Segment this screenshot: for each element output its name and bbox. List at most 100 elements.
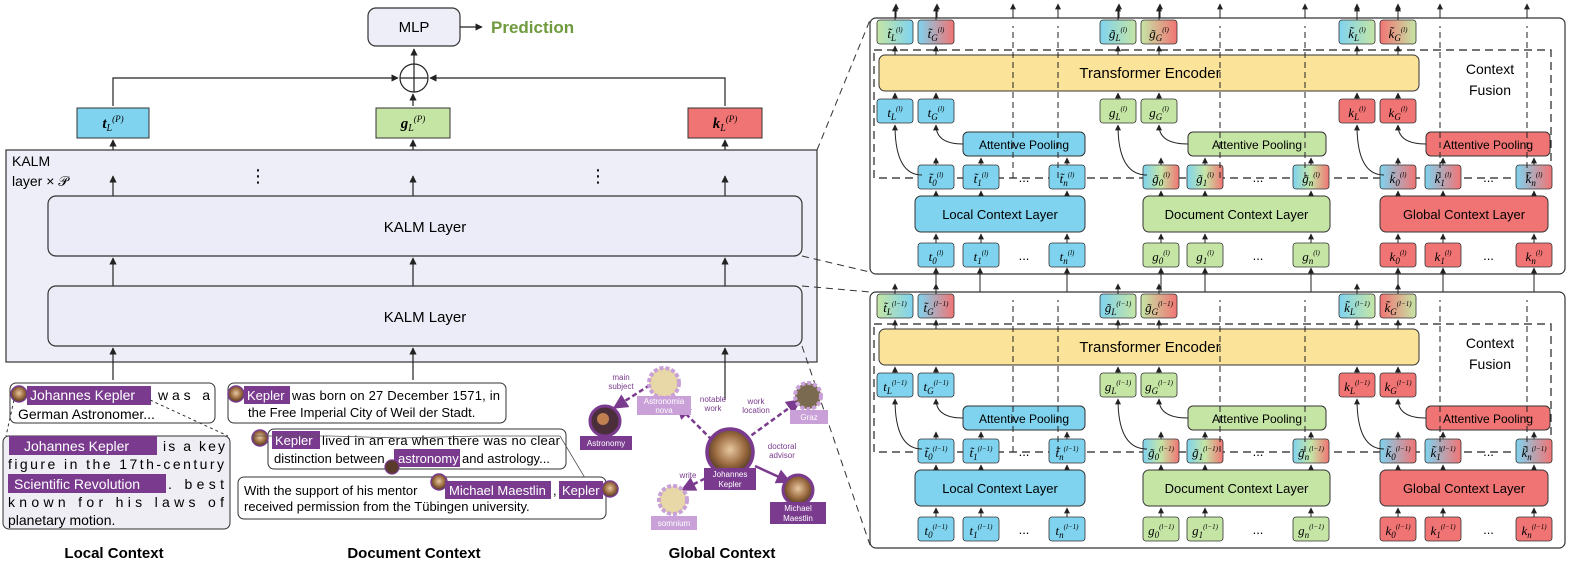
global-attentive-pooling-label: Attentive Pooling — [1443, 138, 1533, 152]
somnium-node-icon — [657, 484, 689, 516]
kalm-layer-upper — [47, 195, 803, 257]
local-tilde-0-label: t̃0(l) — [929, 171, 944, 188]
document-tilde-0-label: g̃0(l) — [1152, 171, 1170, 188]
entity-highlight — [559, 481, 603, 499]
document-fused-top-0-label: g̃L(l−1) — [1105, 300, 1132, 317]
local-mid-G-label: tG(l−1) — [924, 379, 950, 396]
global-tilde-n-label: k̃n(l−1) — [1521, 445, 1547, 462]
global-context-caption: Global Context — [669, 545, 776, 562]
global-mid-L-label: kL(l−1) — [1344, 379, 1370, 396]
edge-main-subject-1: main — [612, 373, 629, 382]
document-in-dots: ... — [1253, 248, 1264, 263]
doc-s2-rest1: lived in an era when there was no clear — [322, 433, 561, 448]
document-tilde-dots: ... — [1253, 170, 1264, 185]
local-tilde-1-label: t̃1(l) — [974, 171, 989, 188]
local-tilde-n-label: t̃n(l−1) — [1056, 445, 1080, 462]
local-in-0-label: t0(l−1) — [925, 523, 949, 540]
maestlin-node-icon — [781, 473, 815, 507]
local-fused-top-0-label: t̃L(l−1) — [883, 300, 907, 317]
global-tilde-0-label: k̃0(l−1) — [1385, 445, 1411, 462]
somnium-label-box — [651, 516, 697, 530]
document-mid-L-label: gL(l) — [1109, 105, 1128, 122]
local-tilde-n-label: t̃n(l) — [1060, 171, 1075, 188]
global-context: main subject notable work work location … — [580, 366, 828, 562]
local-short-rest1: was a — [157, 387, 210, 403]
node-kepler-1: Johannes — [713, 470, 748, 479]
maestlin-label-box — [770, 502, 826, 524]
doc-s3-line2: received permission from the Tübingen un… — [244, 499, 530, 514]
entity-highlight — [9, 436, 157, 455]
node-astronomia-2: nova — [655, 406, 673, 415]
global-in-dots: ... — [1483, 522, 1494, 537]
edge-doctoral-advisor-2: advisor — [769, 451, 795, 460]
local-short-entity: Johannes Kepler — [30, 387, 135, 403]
kepler-avatar-icon — [601, 480, 619, 498]
mlp-label: MLP — [399, 19, 430, 36]
document-fused-top-1-label: g̃G(l−1) — [1145, 300, 1173, 317]
global-fused-top-1-label: k̃G(l−1) — [1384, 300, 1412, 317]
output-k-label: kL(P) — [713, 114, 738, 134]
output-k-box — [687, 107, 763, 139]
global-in-1-label: k1(l−1) — [1430, 523, 1456, 540]
local-mid-G-label: tG(l) — [928, 105, 945, 122]
kalm-label-line1: KALM — [12, 153, 50, 169]
local-context-layer-box — [914, 195, 1086, 233]
node-astronomia-1: Astronomia — [644, 397, 685, 406]
entity-highlight — [445, 481, 551, 499]
node-kepler-2: Kepler — [718, 480, 741, 489]
edge-work-location-1: work — [747, 397, 766, 406]
local-mid-L-label: tL(l−1) — [883, 379, 907, 396]
local-long-after-entity2: . best — [168, 476, 224, 492]
document-context: Kepler was born on 27 December 1571, in … — [227, 382, 619, 562]
document-attentive-pooling-label: Attentive Pooling — [1212, 138, 1302, 152]
global-in-n-label: kn(l) — [1526, 249, 1544, 266]
document-context-layer-label: Document Context Layer — [1165, 481, 1309, 496]
edge-doctoral-advisor-1: doctoral — [768, 442, 797, 451]
context-fusion-label-1: Context — [1466, 335, 1514, 351]
global-in-n-label: kn(l−1) — [1521, 523, 1547, 540]
local-in-n-label: tn(l−1) — [1056, 523, 1080, 540]
global-context-layer-box — [1379, 195, 1549, 233]
node-maestlin-1: Michael — [784, 504, 812, 513]
global-in-dots: ... — [1483, 248, 1494, 263]
doc-s2-entity: Kepler — [275, 433, 313, 448]
astronomy-label-box — [580, 436, 632, 450]
transformer-encoder-label: Transformer Encoder — [1079, 65, 1220, 82]
local-attentive-pooling-label: Attentive Pooling — [979, 138, 1069, 152]
edge-main-subject-2: subject — [608, 382, 634, 391]
document-attentive-pooling-label: Attentive Pooling — [1212, 412, 1302, 426]
edge-notable-work-2: work — [704, 404, 723, 413]
local-long-after-entity: is a key — [163, 438, 225, 454]
output-t-label: tL(P) — [102, 114, 123, 134]
doc-s2-line2a: distinction between — [274, 451, 385, 466]
graz-node-icon — [793, 381, 823, 411]
global-fused-top-1-label: k̃G(l) — [1389, 26, 1409, 43]
local-in-n-label: tn(l) — [1060, 249, 1075, 266]
ellipsis-1: ⋮ — [249, 166, 267, 186]
document-tilde-n-label: g̃n(l) — [1302, 171, 1320, 188]
local-in-0-label: t0(l) — [929, 249, 944, 266]
document-tilde-dots: ... — [1253, 444, 1264, 459]
output-g-box — [375, 107, 451, 139]
document-mid-G-label: gG(l−1) — [1145, 379, 1173, 396]
kalm-stack: KALM layer × 𝒫 ⋮ ⋮ KALM Layer KALM Layer — [5, 149, 818, 400]
edge-notable-work-1: notable — [700, 395, 727, 404]
context-fusion-label-2: Fusion — [1469, 356, 1511, 372]
entity-highlight — [8, 474, 166, 493]
doc-s1-entity: Kepler — [247, 388, 285, 403]
kalm-layer-upper-label: KALM Layer — [384, 219, 467, 236]
global-tilde-1-label: k̃1(l) — [1435, 171, 1453, 188]
local-tilde-0-label: t̃0(l−1) — [925, 445, 949, 462]
doc-s3-comma: , — [553, 483, 557, 498]
entity-highlight — [27, 386, 151, 405]
context-fusion-box — [873, 323, 1552, 453]
document-in-dots: ... — [1253, 522, 1264, 537]
doc-s3-line1: With the support of his mentor — [244, 483, 418, 498]
doc-s2-entity2: astronomy — [398, 451, 459, 466]
global-mid-G-label: kG(l) — [1389, 105, 1409, 122]
local-in-1-label: t1(l) — [974, 249, 989, 266]
maestlin-avatar-icon — [430, 473, 448, 491]
local-in-1-label: t1(l−1) — [970, 523, 994, 540]
